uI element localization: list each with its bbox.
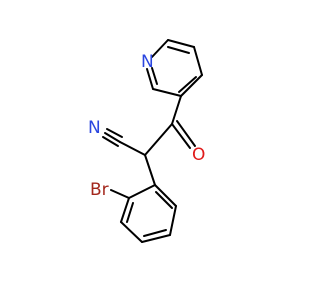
- bond: [128, 184, 156, 199]
- bond: [102, 136, 119, 147]
- bond: [167, 39, 195, 48]
- bond: [171, 123, 191, 149]
- atom-label-carbonyl-o: O: [192, 145, 205, 165]
- bond: [119, 141, 146, 156]
- bond: [178, 76, 197, 93]
- bond: [193, 46, 203, 76]
- bond: [143, 229, 167, 237]
- bond: [154, 184, 177, 207]
- bond: [106, 128, 123, 138]
- atom-labels: N N O Br: [88, 52, 205, 200]
- bond: [169, 205, 177, 236]
- bond: [144, 123, 173, 156]
- atom-label-nitrile-n: N: [88, 118, 101, 138]
- bond: [141, 234, 171, 243]
- bond: [120, 197, 130, 223]
- bond: [171, 95, 182, 125]
- bond: [155, 191, 173, 209]
- bond: [180, 74, 203, 97]
- bond: [146, 68, 154, 90]
- bond: [176, 120, 196, 147]
- molecule-structure: N N O Br: [88, 39, 205, 243]
- bond: [151, 67, 158, 85]
- bond: [126, 202, 134, 223]
- atom-label-pyridine-n: N: [141, 52, 154, 72]
- bond: [120, 221, 143, 243]
- bond: [152, 88, 182, 97]
- bond: [144, 154, 156, 186]
- atom-label-bromine: Br: [90, 180, 109, 200]
- bond: [110, 189, 130, 199]
- bond: [104, 132, 121, 143]
- bond: [151, 39, 169, 58]
- bond: [167, 46, 190, 54]
- structure-canvas: N N O Br: [88, 39, 205, 243]
- bonds: [102, 39, 203, 243]
